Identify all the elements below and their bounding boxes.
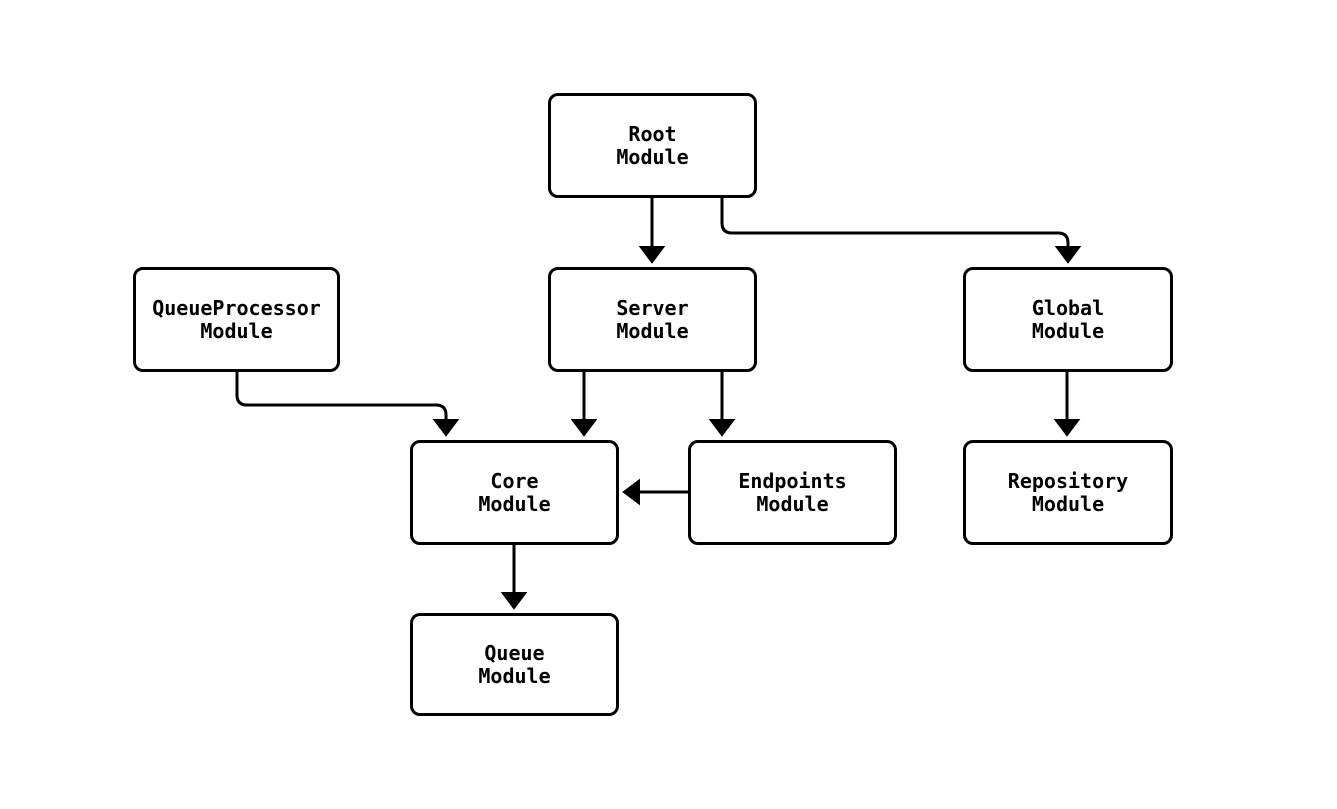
node-label-line2: Module [1031,318,1105,343]
node-label-line2: Module [756,491,829,516]
node-label-line2: Module [200,318,273,343]
node-queue-module: Queue Module [410,613,619,716]
node-global-module: Global Module [963,267,1173,372]
node-root-module: Root Module [548,93,757,198]
node-label-line2: Module [616,144,689,169]
node-label-line1: Root [628,121,677,146]
edge-queueprocessor-to-core [235,372,460,437]
node-core-module: Core Module [410,440,619,545]
node-label-line2: Module [616,318,689,343]
node-label-line1: QueueProcessor [152,295,321,320]
node-label-line1: Core [490,468,539,493]
node-label-line1: Repository [1007,468,1129,493]
edge-root-to-global [720,198,1082,264]
node-label-line2: Module [478,663,551,688]
node-endpoints-module: Endpoints Module [688,440,897,545]
node-label-line1: Queue [484,640,545,665]
node-label-line2: Module [478,491,551,516]
node-repository-module: Repository Module [963,440,1173,545]
node-label-line1: Endpoints [738,468,847,493]
node-queueprocessor-module: QueueProcessor Module [133,267,340,372]
node-label-line2: Module [1031,491,1105,516]
node-label-line1: Server [616,295,689,320]
node-label-line1: Global [1031,295,1105,320]
node-server-module: Server Module [548,267,757,372]
